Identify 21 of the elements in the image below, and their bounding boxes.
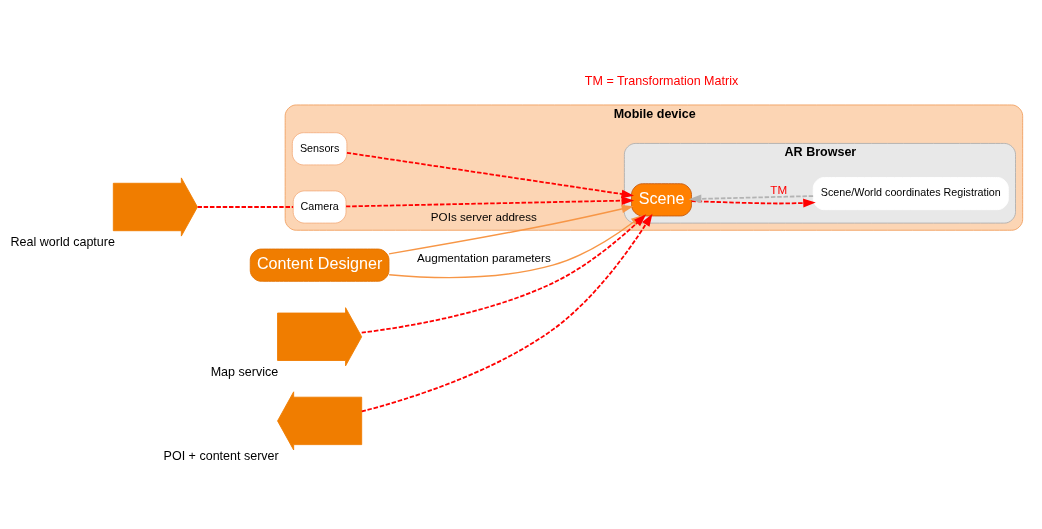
node-label: Real world capture: [10, 235, 115, 250]
node-box: Sensors: [291, 132, 348, 166]
arrow: [388, 204, 634, 255]
node-arrow: [277, 391, 363, 451]
arrow: [346, 151, 635, 199]
node-label: Map service: [210, 364, 279, 379]
edge-label: POIs server address: [430, 209, 537, 223]
node-label: POI + content server: [163, 449, 279, 464]
node-box: Scene/World coordinates Registration: [812, 177, 1009, 211]
edge-label: Augmentation parameters: [416, 250, 551, 264]
node-box: Scene: [631, 183, 692, 217]
edge-label: TM: [770, 182, 788, 196]
node-box: Camera: [292, 190, 347, 224]
arrow: [345, 196, 635, 208]
arrow: [690, 198, 816, 208]
arrow: [688, 194, 814, 204]
node-arrow: [277, 307, 363, 367]
node-arrow: [112, 177, 198, 237]
node-box: Content Designer: [249, 248, 390, 282]
connector: [196, 206, 294, 208]
label: TM = Transformation Matrix: [584, 74, 739, 88]
